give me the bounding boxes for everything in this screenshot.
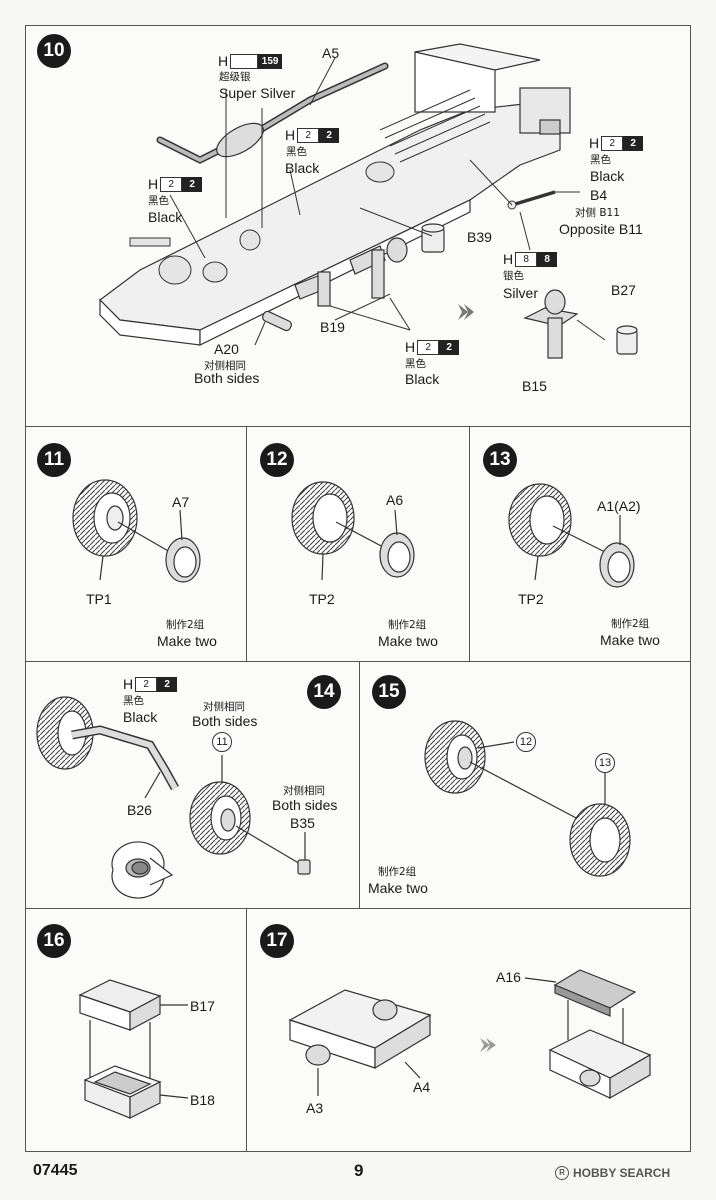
make-cn: 制作2组 xyxy=(378,866,417,878)
tire-label-tp1: TP1 xyxy=(86,591,112,607)
tire-label-tp2: TP2 xyxy=(309,591,335,607)
paint-code-h: H xyxy=(218,53,229,69)
color-en-black-center: Black xyxy=(285,160,320,176)
color-en-black-left: Black xyxy=(148,209,183,225)
part-label-b19: B19 xyxy=(320,319,345,335)
color-cn-super-silver: 超级银 xyxy=(219,71,251,83)
paint-code-a: 2 xyxy=(297,127,320,143)
part-label-b26: B26 xyxy=(127,802,152,818)
part-label-a20: A20 xyxy=(214,341,239,357)
part-label-b17: B17 xyxy=(190,998,215,1014)
step-ref-13: 13 xyxy=(595,753,615,773)
paint-code-b: 2 xyxy=(319,127,340,143)
part-label-a5: A5 xyxy=(322,45,340,61)
make-en: Make two xyxy=(157,633,217,649)
paint-code-h: H xyxy=(405,339,416,355)
paint-code-black-left: H 2 2 xyxy=(148,176,203,192)
part-label-a7: A7 xyxy=(172,494,190,510)
part-label-b15: B15 xyxy=(522,378,547,394)
color-cn-black-left: 黑色 xyxy=(148,195,169,207)
opposite-en: Opposite B11 xyxy=(559,221,643,237)
paint-code-a: 2 xyxy=(417,339,440,355)
paint-code-h: H xyxy=(589,135,600,151)
color-en-black-right: Black xyxy=(590,168,625,184)
part-label-a3: A3 xyxy=(306,1100,324,1116)
color-en-silver: Silver xyxy=(503,285,539,301)
tire-label-tp2: TP2 xyxy=(518,591,544,607)
part-label-a16: A16 xyxy=(496,969,521,985)
both-sides-en: Both sides xyxy=(194,370,260,386)
paint-code-super-silver: H 159 xyxy=(218,53,283,69)
paint-code-silver: H 8 8 xyxy=(503,251,558,267)
paint-code-black: H 2 2 xyxy=(123,676,178,692)
paint-code-black-center: H 2 2 xyxy=(285,127,340,143)
paint-code-box xyxy=(230,53,259,69)
paint-code-h: H xyxy=(503,251,514,267)
color-en-black: Black xyxy=(123,709,158,725)
page-number: 9 xyxy=(354,1161,364,1180)
step-number: 11 xyxy=(37,443,71,477)
both-sides-cn: 对侧相同 xyxy=(204,360,246,372)
paint-code-b: 2 xyxy=(157,676,178,692)
both-sides-en: Both sides xyxy=(192,713,258,729)
paint-code-h: H xyxy=(123,676,134,692)
watermark-icon: R xyxy=(555,1166,569,1180)
paint-code-a: 2 xyxy=(601,135,624,151)
color-cn-black-bottom: 黑色 xyxy=(405,358,426,370)
color-cn-silver: 银色 xyxy=(503,270,524,282)
watermark: R HOBBY SEARCH xyxy=(555,1166,670,1180)
watermark-text: HOBBY SEARCH xyxy=(573,1166,671,1180)
part-label-b4: B4 xyxy=(590,187,608,203)
paint-code-b: 2 xyxy=(439,339,460,355)
paint-code-a: 2 xyxy=(135,676,158,692)
color-cn-black: 黑色 xyxy=(123,695,144,707)
step-number: 13 xyxy=(483,443,517,477)
both-sides-en: Both sides xyxy=(272,797,338,813)
step-number: 12 xyxy=(260,443,294,477)
paint-code-a: 2 xyxy=(160,176,183,192)
step-number: 15 xyxy=(372,675,406,709)
step-number: 16 xyxy=(37,924,71,958)
both-sides-cn: 对侧相同 xyxy=(283,785,325,797)
make-en: Make two xyxy=(378,633,438,649)
make-cn: 制作2组 xyxy=(611,618,650,630)
paint-code-h: H xyxy=(285,127,296,143)
opposite-cn: 对侧 B11 xyxy=(575,207,620,219)
paint-code-black-bottom: H 2 2 xyxy=(405,339,460,355)
both-sides-cn: 对侧相同 xyxy=(203,701,245,713)
step-ref-11: 11 xyxy=(212,732,232,752)
paint-code-b: 8 xyxy=(537,251,558,267)
paint-code-b: 2 xyxy=(623,135,644,151)
part-label-b35: B35 xyxy=(290,815,315,831)
part-label-a1-a2: A1(A2) xyxy=(597,498,641,514)
step-ref-12: 12 xyxy=(516,732,536,752)
paint-code-number: 159 xyxy=(258,53,283,69)
paint-code-h: H xyxy=(148,176,159,192)
make-cn: 制作2组 xyxy=(166,619,205,631)
paint-code-black-right: H 2 2 xyxy=(589,135,644,151)
part-label-b18: B18 xyxy=(190,1092,215,1108)
step-number: 14 xyxy=(307,675,341,709)
part-label-a4: A4 xyxy=(413,1079,431,1095)
part-label-b39: B39 xyxy=(467,229,492,245)
part-label-a6: A6 xyxy=(386,492,404,508)
step-number: 10 xyxy=(37,34,71,68)
paint-code-a: 8 xyxy=(515,251,538,267)
make-en: Make two xyxy=(368,880,428,896)
make-en: Make two xyxy=(600,632,660,648)
step-15-panel xyxy=(359,661,691,909)
color-cn-black-center: 黑色 xyxy=(286,146,307,158)
color-en-super-silver: Super Silver xyxy=(219,85,296,101)
paint-code-b: 2 xyxy=(182,176,203,192)
make-cn: 制作2组 xyxy=(388,619,427,631)
product-code: 07445 xyxy=(33,1162,78,1179)
color-cn-black-right: 黑色 xyxy=(590,154,611,166)
step-number: 17 xyxy=(260,924,294,958)
color-en-black-bottom: Black xyxy=(405,371,440,387)
part-label-b27: B27 xyxy=(611,282,636,298)
